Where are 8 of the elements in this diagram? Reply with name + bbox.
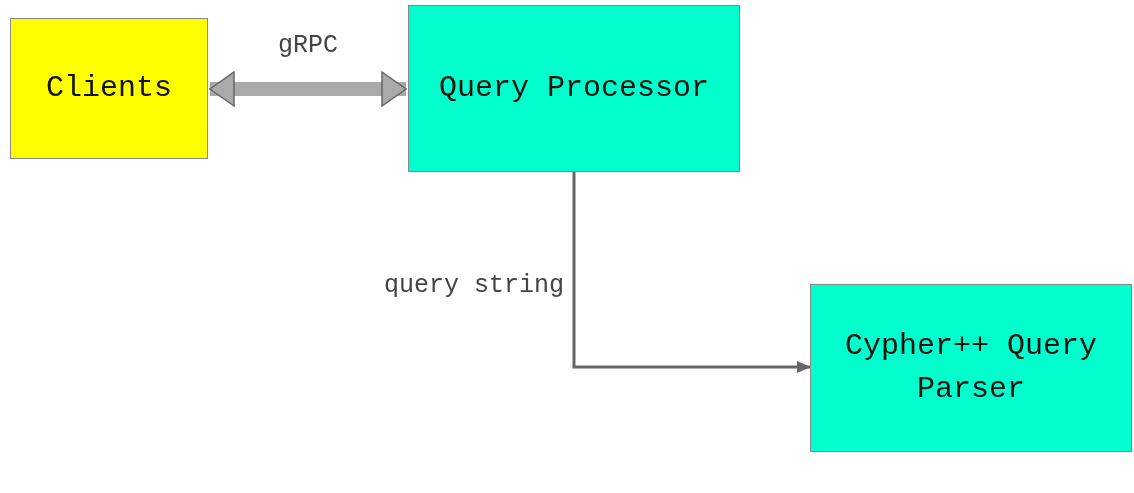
arrow (572, 172, 811, 373)
box-label: Query Processor (437, 69, 710, 107)
box-label: Cypher++ Query Parser (843, 327, 1098, 408)
process-box (810, 284, 1132, 452)
box-label: Clients (45, 69, 173, 107)
double-arrow (209, 71, 407, 107)
process-box (408, 5, 740, 172)
process-box (10, 18, 208, 159)
